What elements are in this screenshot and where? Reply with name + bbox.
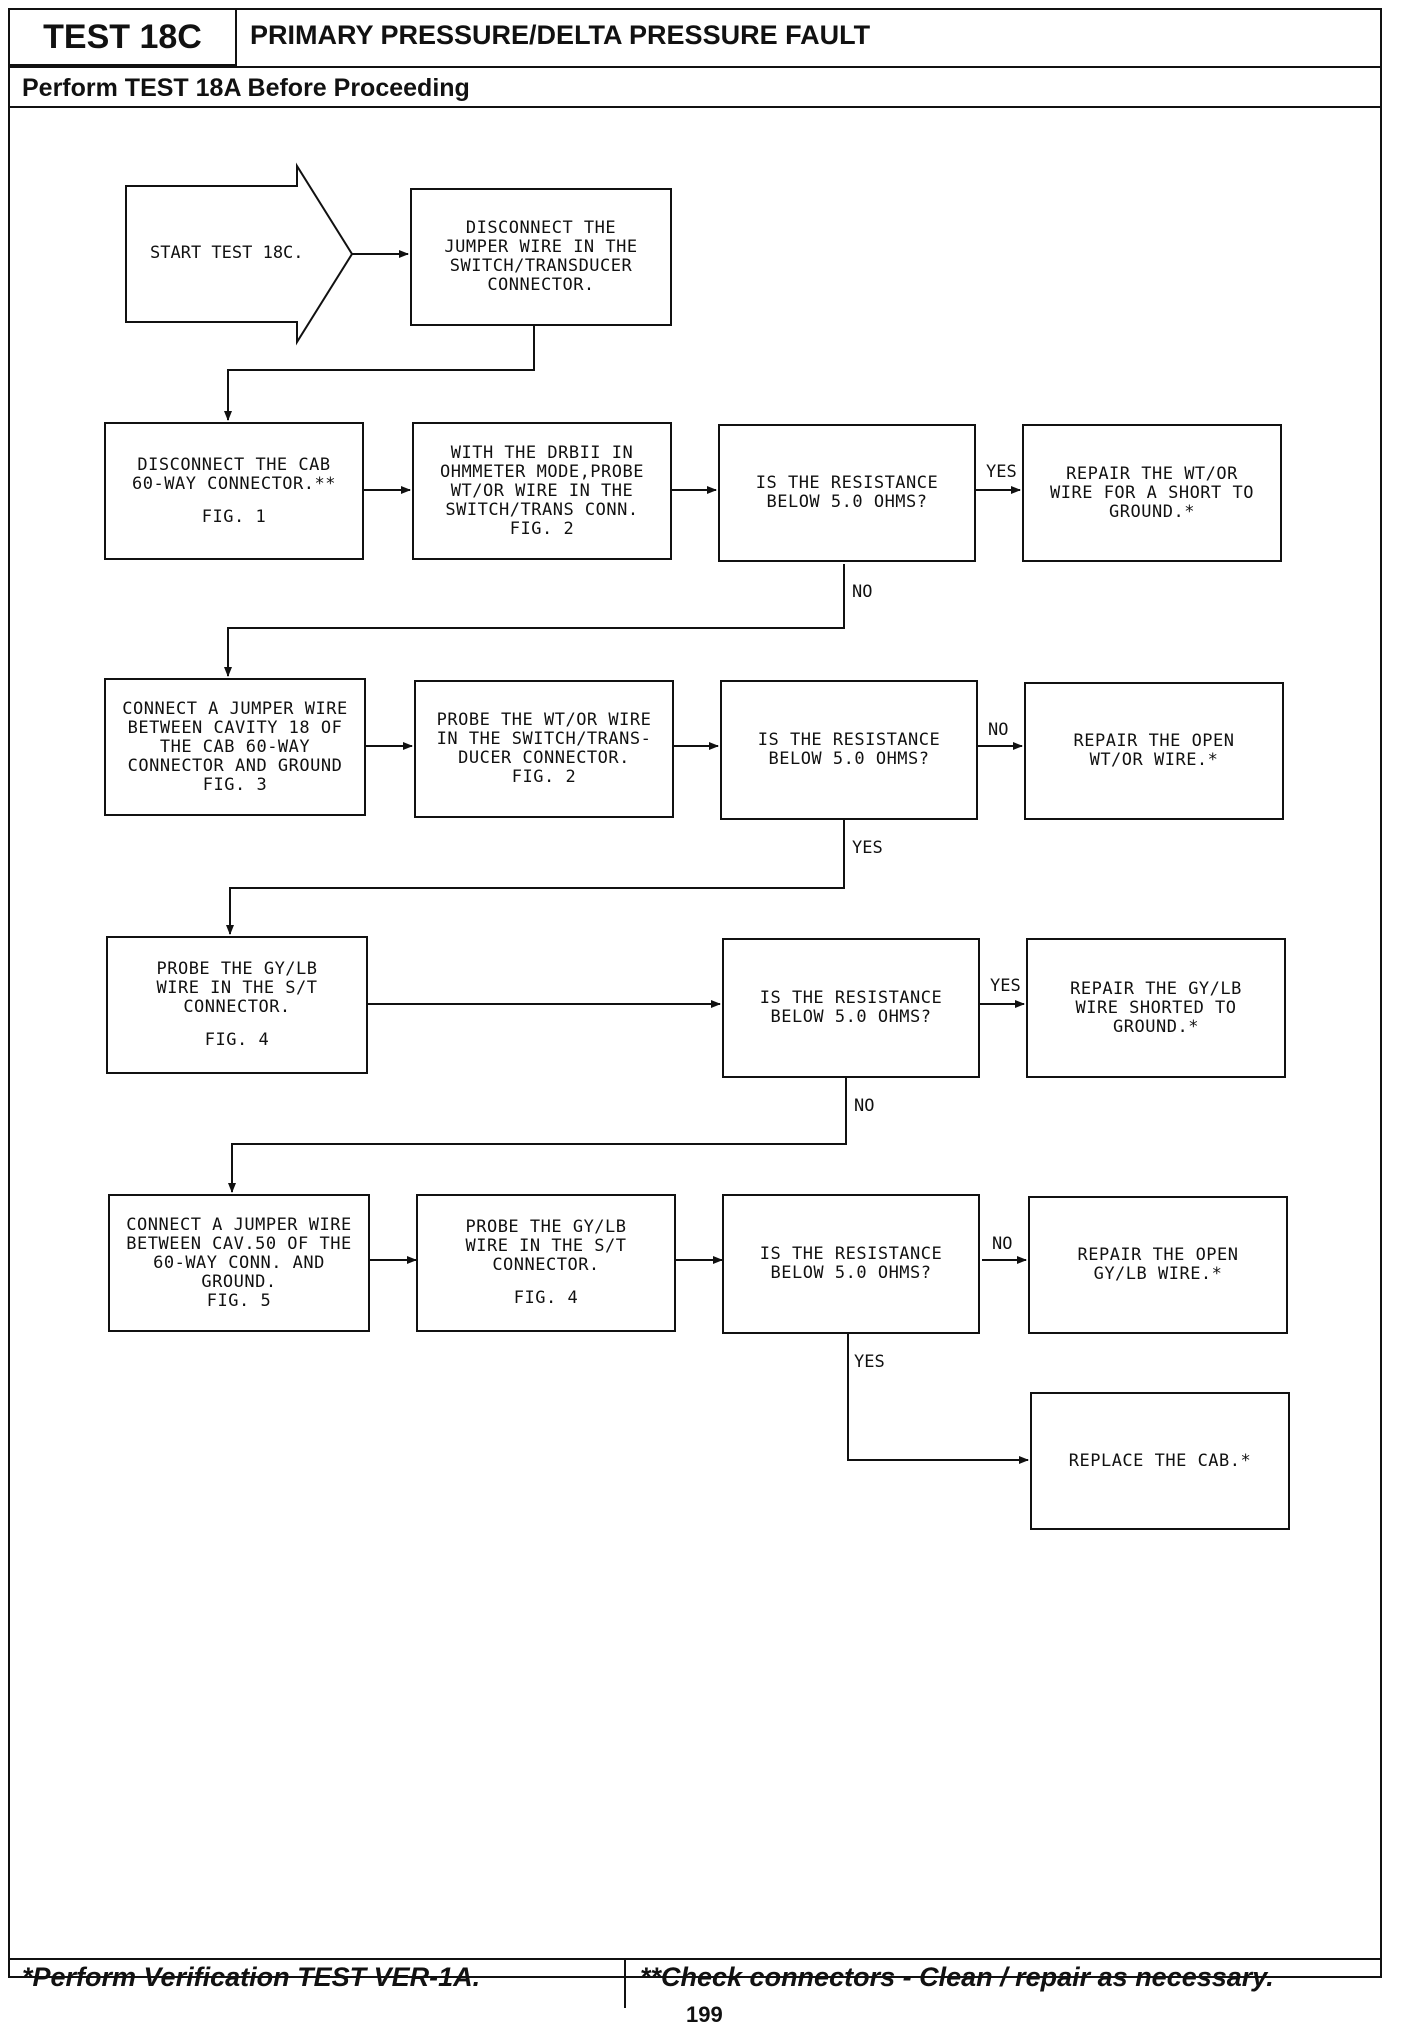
step-probe-gylb-2: PROBE THE GY/LB WIRE IN THE S/T CONNECTO… [416,1194,676,1332]
q2-yes-label: YES [852,838,883,858]
page-subtitle: Perform TEST 18A Before Proceeding [22,74,470,102]
step-probe-wtor-text: PROBE THE WT/OR WIRE IN THE SWITCH/TRANS… [436,710,652,768]
result-replace-cab: REPLACE THE CAB.* [1030,1392,1290,1530]
step-probe-wtor-ohmmeter-text: WITH THE DRBII IN OHMMETER MODE,PROBE WT… [440,442,644,520]
step-probe-wtor-ohmmeter-fig: FIG. 2 [509,518,575,539]
q3-yes-label: YES [990,976,1021,996]
result-repair-wtor-short: REPAIR THE WT/OR WIRE FOR A SHORT TO GRO… [1022,424,1282,562]
question-resistance-2-text: IS THE RESISTANCE BELOW 5.0 OHMS? [757,730,941,769]
step-disconnect-cab: DISCONNECT THE CAB 60-WAY CONNECTOR.** F… [104,422,364,560]
result-repair-open-gylb-text: REPAIR THE OPEN GY/LB WIRE.* [1077,1245,1239,1284]
arrow-q1-step4 [224,564,845,677]
footer-verification-note: *Perform Verification TEST VER-1A. [22,1962,481,1992]
step-jumper-cav-50: CONNECT A JUMPER WIRE BETWEEN CAV.50 OF … [108,1194,370,1332]
result-replace-cab-text: REPLACE THE CAB.* [1068,1450,1252,1471]
q4-yes-label: YES [854,1352,885,1372]
page-frame [8,8,1382,1978]
page-number: 199 [686,2002,723,2027]
step-disconnect-cab-fig: FIG. 1 [201,506,267,527]
step-probe-gylb-text: PROBE THE GY/LB WIRE IN THE S/T CONNECTO… [156,959,318,1017]
step-jumper-cav-50-text: CONNECT A JUMPER WIRE BETWEEN CAV.50 OF … [126,1214,352,1292]
question-resistance-4-text: IS THE RESISTANCE BELOW 5.0 OHMS? [759,1244,943,1283]
question-resistance-3: IS THE RESISTANCE BELOW 5.0 OHMS? [722,938,980,1078]
step-disconnect-cab-text: DISCONNECT THE CAB 60-WAY CONNECTOR.** [132,454,336,494]
q2-no-label: NO [988,720,1009,740]
result-repair-wtor-short-text: REPAIR THE WT/OR WIRE FOR A SHORT TO GRO… [1050,463,1254,522]
step-disconnect-jumper: DISCONNECT THE JUMPER WIRE IN THE SWITCH… [410,188,672,326]
step-probe-gylb-2-fig: FIG. 4 [513,1288,579,1308]
footer-connector-note: **Check connectors - Clean / repair as n… [640,1962,1274,1992]
step-probe-gylb-2-text: PROBE THE GY/LB WIRE IN THE S/T CONNECTO… [465,1217,627,1275]
arrow-step1-step2 [224,326,535,421]
q1-yes-label: YES [986,462,1017,482]
step-probe-gylb-fig: FIG. 4 [204,1030,270,1050]
arrow-q4-r5 [847,1332,1029,1464]
step-jumper-cav-50-fig: FIG. 5 [206,1290,272,1311]
step-probe-wtor-fig: FIG. 2 [511,767,577,787]
result-repair-open-gylb: REPAIR THE OPEN GY/LB WIRE.* [1028,1196,1288,1334]
result-repair-open-wtor: REPAIR THE OPEN WT/OR WIRE.* [1024,682,1284,820]
step-probe-gylb: PROBE THE GY/LB WIRE IN THE S/T CONNECTO… [106,936,368,1074]
step-disconnect-jumper-text: DISCONNECT THE JUMPER WIRE IN THE SWITCH… [444,218,638,295]
q3-no-label: NO [854,1096,875,1116]
header-divider-lower [10,106,1382,108]
page-title: PRIMARY PRESSURE/DELTA PRESSURE FAULT [250,20,871,50]
step-jumper-cavity-18: CONNECT A JUMPER WIRE BETWEEN CAVITY 18 … [104,678,366,816]
question-resistance-4: IS THE RESISTANCE BELOW 5.0 OHMS? [722,1194,980,1334]
step-jumper-cavity-18-text: CONNECT A JUMPER WIRE BETWEEN CAVITY 18 … [122,698,348,776]
start-arrow-shape [125,162,354,346]
result-repair-open-wtor-text: REPAIR THE OPEN WT/OR WIRE.* [1073,731,1235,770]
step-probe-wtor-ohmmeter: WITH THE DRBII IN OHMMETER MODE,PROBE WT… [412,422,672,560]
question-resistance-1-text: IS THE RESISTANCE BELOW 5.0 OHMS? [755,473,939,512]
step-jumper-cavity-18-fig: FIG. 3 [202,774,268,795]
q1-no-label: NO [852,582,873,602]
footer-column-divider [624,1958,626,2008]
question-resistance-2: IS THE RESISTANCE BELOW 5.0 OHMS? [720,680,978,820]
q4-no-label: NO [992,1234,1013,1254]
footer-divider [10,1958,1382,1960]
question-resistance-1: IS THE RESISTANCE BELOW 5.0 OHMS? [718,424,976,562]
test-id: TEST 18C [10,10,237,66]
header-divider [10,66,1382,68]
arrow-q2-step6 [226,820,845,935]
step-probe-wtor: PROBE THE WT/OR WIRE IN THE SWITCH/TRANS… [414,680,674,818]
result-repair-gylb-short: REPAIR THE GY/LB WIRE SHORTED TO GROUND.… [1026,938,1286,1078]
arrow-q3-step7 [228,1078,847,1193]
result-repair-gylb-short-text: REPAIR THE GY/LB WIRE SHORTED TO GROUND.… [1070,978,1242,1037]
question-resistance-3-text: IS THE RESISTANCE BELOW 5.0 OHMS? [759,988,943,1027]
start-label: START TEST 18C. [150,243,304,263]
